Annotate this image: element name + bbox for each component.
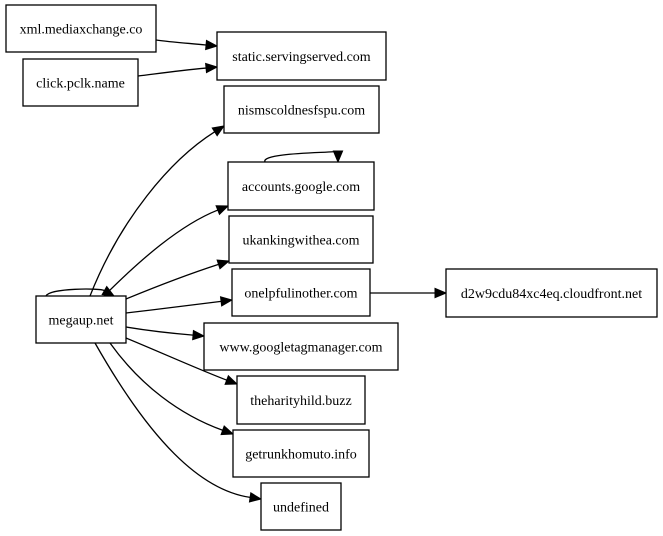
edge-megaup-to-onelpful: [125, 300, 222, 314]
node-box: [231, 268, 371, 317]
node-onelpful: onelpfulinother.com: [231, 268, 371, 317]
edges-layer: [45, 39, 448, 503]
node-label: static.servingserved.com: [232, 50, 371, 65]
edge-megaup-to-nisms: [89, 131, 216, 297]
edge-megaup-to-ukanking: [125, 263, 219, 300]
arrowhead-megaup-to-ukanking: [216, 259, 231, 270]
arrowhead-megaup-to-undef: [248, 492, 263, 503]
node-box: [22, 58, 139, 107]
arrowhead-xml-to-static: [205, 39, 219, 51]
node-undef: undefined: [260, 482, 342, 531]
node-box: [228, 215, 374, 264]
node-box: [203, 322, 399, 371]
arrowhead-megaup-to-onelpful: [219, 296, 234, 307]
node-label: theharityhild.buzz: [250, 394, 351, 409]
node-box: [35, 295, 127, 344]
edge-megaup-to-tharity: [125, 337, 227, 381]
node-label: ukankingwithea.com: [242, 234, 359, 249]
node-click: click.pclk.name: [22, 58, 139, 107]
node-label: megaup.net: [49, 314, 114, 329]
edge-megaup-to-getrunk: [109, 342, 223, 431]
node-ukanking: ukankingwithea.com: [228, 215, 374, 264]
arrowhead-onelpful-to-d2w: [434, 287, 448, 299]
node-box: [223, 85, 380, 134]
edge-accounts-to-accounts: [264, 150, 339, 163]
arrowhead-megaup-to-getrunk: [220, 425, 235, 436]
node-static: static.servingserved.com: [216, 31, 387, 81]
node-box: [445, 268, 658, 318]
edge-xml-to-static: [155, 39, 207, 46]
node-box: [216, 31, 387, 81]
node-getrunk: getrunkhomuto.info: [232, 429, 370, 478]
node-label: undefined: [273, 501, 329, 516]
node-label: www.googletagmanager.com: [219, 341, 382, 356]
node-xml: xml.mediaxchange.co: [5, 4, 157, 53]
node-tharity: theharityhild.buzz: [236, 375, 366, 425]
node-gtm: www.googletagmanager.com: [203, 322, 399, 371]
nodes-layer: xml.mediaxchange.co static.servingserved.…: [5, 4, 658, 531]
arrowhead-megaup-to-nisms: [211, 125, 226, 137]
node-accounts: accounts.google.com: [227, 161, 375, 211]
node-box: [5, 4, 157, 53]
node-label: onelpfulinother.com: [244, 287, 357, 302]
node-box: [260, 482, 342, 531]
edge-megaup-to-undef: [94, 342, 251, 499]
node-label: xml.mediaxchange.co: [20, 23, 143, 38]
arrowhead-megaup-to-accounts: [215, 205, 230, 216]
node-d2w: d2w9cdu84xc4eq.cloudfront.net: [445, 268, 658, 318]
node-label: getrunkhomuto.info: [245, 448, 357, 463]
node-label: click.pclk.name: [36, 77, 125, 92]
arrowhead-click-to-static: [205, 62, 219, 74]
edge-megaup-to-accounts: [103, 209, 219, 297]
node-box: [227, 161, 375, 211]
arrowhead-megaup-to-tharity: [224, 374, 239, 385]
edge-megaup-to-gtm: [125, 326, 194, 336]
node-box: [232, 429, 370, 478]
node-box: [236, 375, 366, 425]
edge-megaup-to-megaup: [45, 288, 105, 297]
arrowhead-megaup-to-gtm: [192, 329, 206, 341]
node-label: accounts.google.com: [242, 180, 360, 195]
node-label: nismscoldnesfspu.com: [238, 104, 365, 119]
node-megaup: megaup.net: [35, 295, 127, 344]
node-label: d2w9cdu84xc4eq.cloudfront.net: [461, 287, 642, 302]
node-nisms: nismscoldnesfspu.com: [223, 85, 380, 134]
arrowhead-accounts-to-accounts: [332, 150, 344, 164]
edge-click-to-static: [137, 67, 207, 77]
